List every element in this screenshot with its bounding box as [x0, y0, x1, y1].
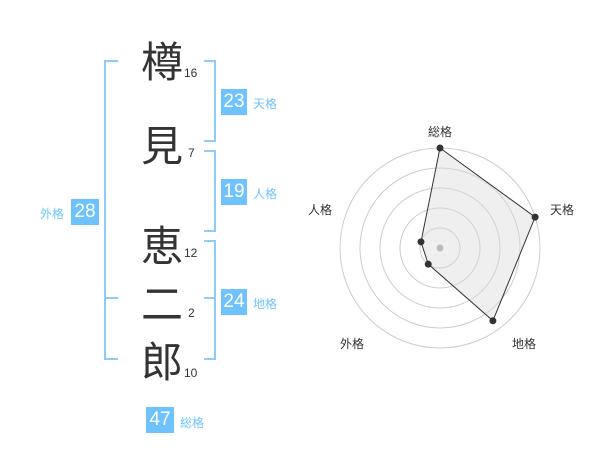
- soukaku-label: 総格: [180, 416, 205, 430]
- radar-point: [424, 260, 432, 268]
- radar-axis-label-tenkaku: 天格: [550, 203, 575, 217]
- radar-axis-label-gaikaku: 外格: [340, 337, 365, 351]
- radar-ring: [359, 167, 521, 329]
- radar-ring: [419, 227, 461, 269]
- gaikaku-label: 外格: [40, 207, 65, 221]
- radar-center: [436, 244, 444, 252]
- name-char-2: 見: [141, 122, 184, 171]
- name-char-4: 二: [141, 280, 184, 329]
- radar-axis-label-chikaku: 地格: [512, 337, 537, 351]
- stroke-count-1: 16: [184, 66, 198, 80]
- radar-axis-label-jinkaku: 人格: [308, 203, 333, 217]
- radar-point: [436, 144, 444, 152]
- tenkaku-label: 天格: [253, 97, 278, 111]
- radar-point: [531, 213, 539, 221]
- radar-point: [417, 238, 425, 246]
- stroke-count-4: 2: [188, 306, 195, 320]
- radar-ring: [379, 187, 501, 309]
- jinkaku-label: 人格: [253, 187, 278, 201]
- gaikaku-bracket: [104, 60, 118, 360]
- gaikaku-bracket-divider: [104, 297, 118, 299]
- chikaku-bracket-divider: [204, 297, 216, 299]
- name-char-3: 恵: [141, 222, 184, 271]
- soukaku-value: 47: [146, 407, 174, 433]
- jinkaku-value: 19: [221, 179, 247, 205]
- jinkaku-bracket: [204, 150, 216, 232]
- radar-axis-label-soukaku: 総格: [428, 125, 453, 139]
- chikaku-label: 地格: [253, 297, 278, 311]
- chikaku-value: 24: [221, 289, 247, 315]
- tenkaku-bracket: [204, 60, 216, 142]
- stroke-count-2: 7: [188, 146, 195, 160]
- radar-point: [489, 317, 497, 325]
- radar-polygon: [420, 147, 536, 322]
- name-char-5: 郎: [141, 338, 184, 387]
- radar-ring: [399, 207, 481, 289]
- gaikaku-value: 28: [71, 199, 99, 225]
- name-char-1: 樽: [141, 38, 184, 87]
- chikaku-bracket: [204, 240, 216, 360]
- stroke-count-5: 10: [184, 366, 198, 380]
- stroke-count-3: 12: [184, 246, 198, 260]
- tenkaku-value: 23: [221, 89, 247, 115]
